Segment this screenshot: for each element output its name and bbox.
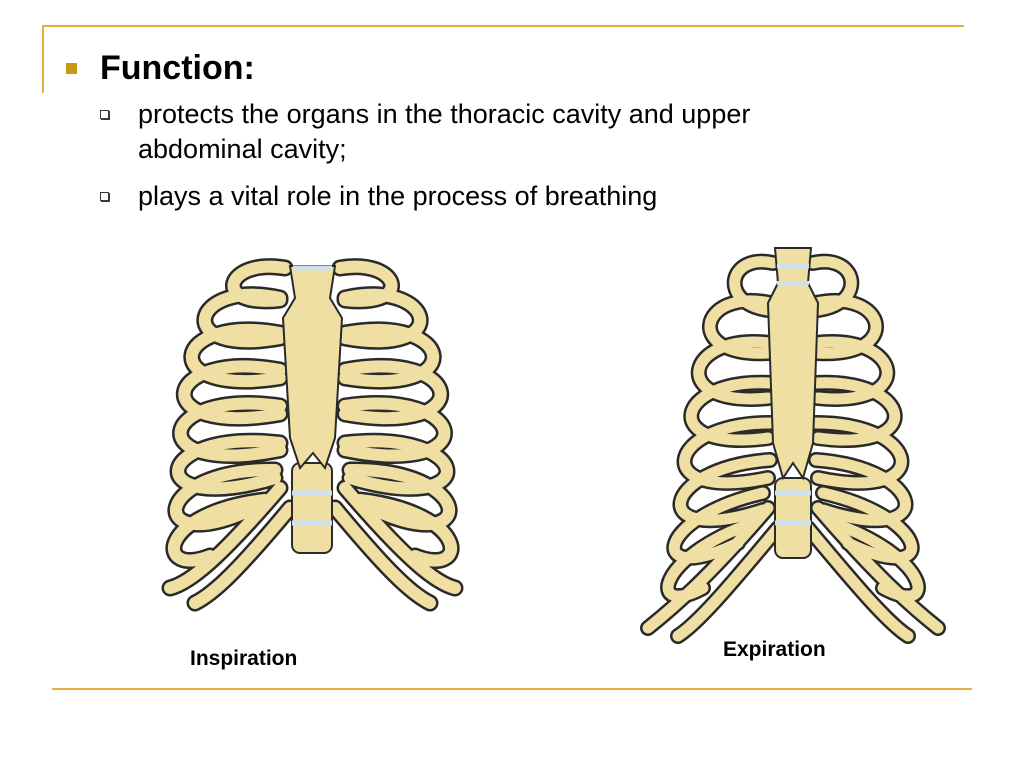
expiration-caption: Expiration	[723, 638, 826, 661]
ribcage-inspiration-icon	[161, 258, 464, 612]
ribcage-expiration-icon	[640, 247, 946, 644]
bullet-point-2-text: plays a vital role in the process of bre…	[138, 181, 658, 211]
left-border-line	[42, 25, 44, 93]
bottom-border-line	[52, 688, 972, 690]
bullet-point-1-text: protects the organs in the thoracic cavi…	[138, 99, 751, 164]
inspiration-caption: Inspiration	[190, 647, 298, 670]
bullet-point-1: protects the organs in the thoracic cavi…	[100, 97, 880, 167]
checkbox-bullet-icon	[100, 192, 109, 201]
checkbox-bullet-icon	[100, 110, 109, 119]
top-border-line	[42, 25, 964, 27]
slide-heading: Function:	[100, 49, 255, 87]
bullet-point-2: plays a vital role in the process of bre…	[100, 179, 880, 214]
bullet-square-icon	[66, 63, 77, 74]
